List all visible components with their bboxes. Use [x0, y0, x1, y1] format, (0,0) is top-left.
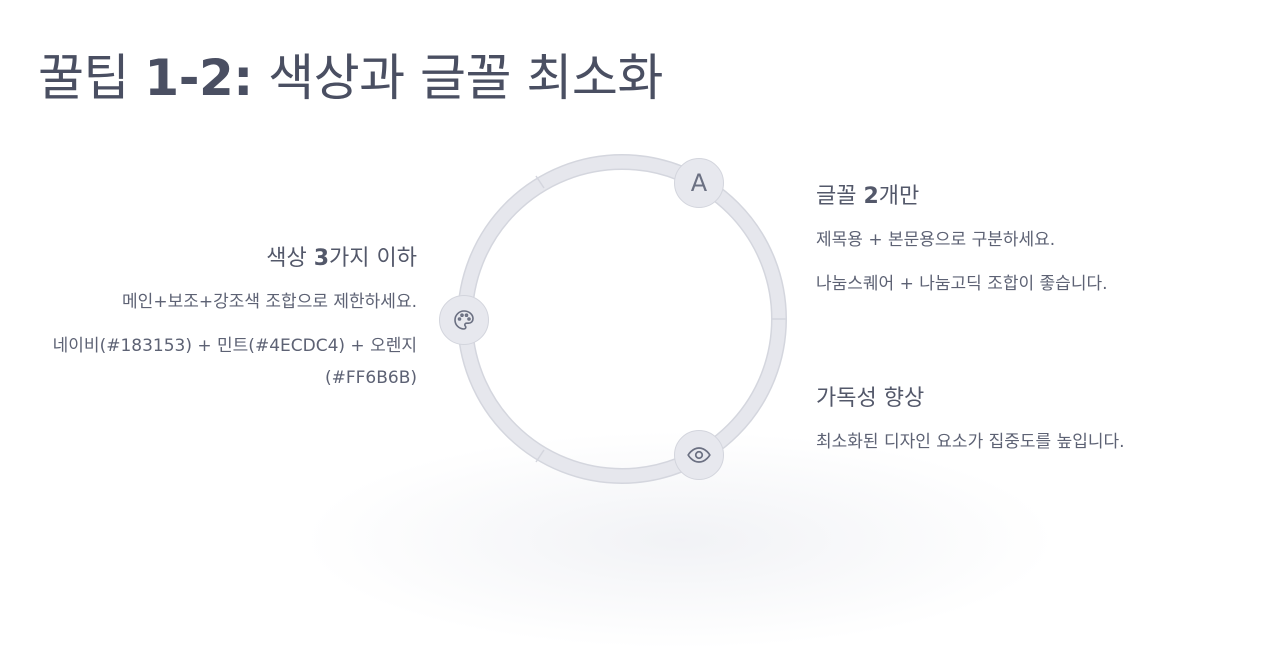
ring-segment-divider — [535, 175, 545, 189]
readability-heading: 가독성 향상 — [816, 386, 925, 411]
title-number: 1-2: — [144, 49, 253, 107]
eye-icon — [674, 430, 724, 480]
title-rest: 색상과 글꼴 최소화 — [252, 49, 663, 107]
readability-section: 가독성 향상 최소화된 디자인 요소가 집중도를 높입니다. — [816, 380, 1236, 470]
ring-segment-divider — [535, 449, 545, 463]
fonts-section: 글꼴 2개만 제목용 + 본문용으로 구분하세요. 나눔스퀘어 + 나눔고딕 조… — [816, 178, 1236, 312]
font-icon-letter: A — [690, 169, 708, 197]
colors-line-2: 네이비(#183153) + 민트(#4ECDC4) + 오렌지(#FF6B6B… — [52, 336, 417, 388]
page-title: 꿀팁 1-2: 색상과 글꼴 최소화 — [38, 48, 663, 108]
fonts-line-2: 나눔스퀘어 + 나눔고딕 조합이 좋습니다. — [816, 274, 1108, 294]
fonts-heading: 글꼴 2개만 — [816, 184, 920, 209]
palette-icon — [439, 295, 489, 345]
fonts-line-1: 제목용 + 본문용으로 구분하세요. — [816, 230, 1056, 250]
readability-line-1: 최소화된 디자인 요소가 집중도를 높입니다. — [816, 432, 1125, 452]
title-prefix: 꿀팁 — [38, 49, 145, 107]
colors-heading: 색상 3가지 이하 — [266, 246, 417, 271]
colors-line-1: 메인+보조+강조색 조합으로 제한하세요. — [122, 292, 417, 312]
font-icon: A — [674, 158, 724, 208]
colors-section: 색상 3가지 이하 메인+보조+강조색 조합으로 제한하세요. 네이비(#183… — [37, 240, 417, 406]
